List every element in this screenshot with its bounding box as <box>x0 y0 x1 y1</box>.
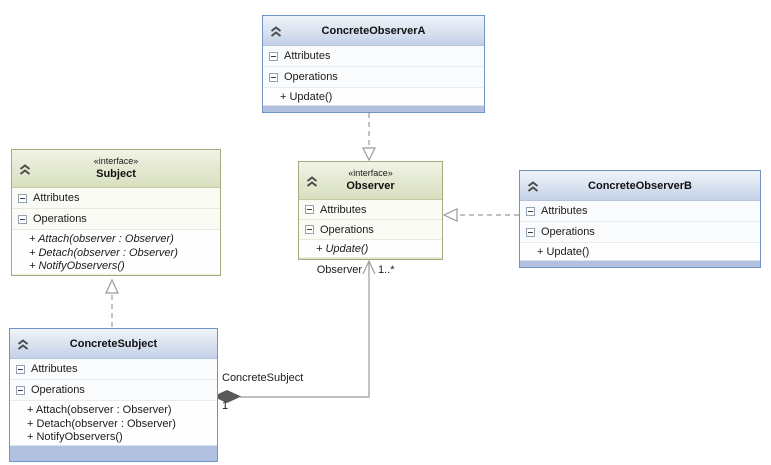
operation-item[interactable]: + Attach(observer : Observer) <box>27 404 172 416</box>
operations-list: + Update() <box>299 240 442 257</box>
realization-arrowhead-icon <box>362 147 376 162</box>
attributes-label: Attributes <box>33 192 80 204</box>
operations-row[interactable]: Operations <box>299 220 442 240</box>
operation-item[interactable]: + Update() <box>280 91 333 103</box>
operation-item[interactable]: + Detach(observer : Observer) <box>27 417 176 430</box>
realization-arrowhead-icon <box>105 278 119 294</box>
operation-item[interactable]: + NotifyObservers() <box>29 260 125 272</box>
attributes-label: Attributes <box>284 50 331 62</box>
interface-subject[interactable]: «interface» Subject Attributes Operation… <box>11 149 221 276</box>
stereotype-label: «interface» <box>93 156 139 166</box>
box-footer <box>263 104 484 112</box>
minus-box-icon[interactable] <box>18 214 27 224</box>
class-header[interactable]: «interface» Subject <box>12 150 220 188</box>
realization-arrowhead-icon <box>442 208 458 222</box>
chevron-double-up-icon[interactable] <box>16 338 30 350</box>
aggregation-diamond-icon <box>212 389 242 404</box>
chevron-double-up-icon[interactable] <box>305 175 319 187</box>
operation-item[interactable]: + NotifyObservers() <box>27 431 123 443</box>
class-header[interactable]: ConcreteObserverA <box>263 16 484 46</box>
box-footer <box>520 259 760 267</box>
attributes-row[interactable]: Attributes <box>263 46 484 67</box>
attributes-label: Attributes <box>31 363 78 375</box>
minus-box-icon[interactable] <box>269 72 278 82</box>
class-concrete-subject[interactable]: ConcreteSubject Attributes Operations + … <box>9 328 218 462</box>
class-concrete-observer-b[interactable]: ConcreteObserverB Attributes Operations … <box>519 170 761 268</box>
aggregation-target-role-label: Observer <box>316 264 362 276</box>
chevron-double-up-icon[interactable] <box>269 25 283 37</box>
box-footer <box>10 444 217 461</box>
operations-list: + Attach(observer : Observer) + Detach(o… <box>12 230 220 274</box>
minus-box-icon[interactable] <box>526 227 535 237</box>
operations-list: + Attach(observer : Observer) + Detach(o… <box>10 401 217 445</box>
class-title: ConcreteObserverB <box>588 179 692 192</box>
aggregation-line[interactable] <box>240 263 370 398</box>
operations-row[interactable]: Operations <box>12 209 220 230</box>
operation-item[interactable]: + Update() <box>537 246 590 258</box>
operations-list: + Update() <box>520 243 760 260</box>
chevron-double-up-icon[interactable] <box>18 163 32 175</box>
attributes-row[interactable]: Attributes <box>520 201 760 222</box>
attributes-row[interactable]: Attributes <box>10 359 217 380</box>
operation-item[interactable]: + Attach(observer : Observer) <box>29 233 174 245</box>
class-title: Subject <box>96 168 136 180</box>
operations-row[interactable]: Operations <box>10 380 217 401</box>
minus-box-icon[interactable] <box>269 51 278 61</box>
minus-box-icon[interactable] <box>526 206 535 216</box>
operations-list: + Update() <box>263 88 484 105</box>
minus-box-icon[interactable] <box>16 364 25 374</box>
class-title: ConcreteObserverA <box>321 24 426 37</box>
box-footer <box>299 256 442 259</box>
minus-box-icon[interactable] <box>18 193 27 203</box>
operations-label: Operations <box>284 71 338 83</box>
attributes-row[interactable]: Attributes <box>12 188 220 209</box>
operations-row[interactable]: Operations <box>263 67 484 88</box>
class-concrete-observer-a[interactable]: ConcreteObserverA Attributes Operations … <box>262 15 485 113</box>
operations-row[interactable]: Operations <box>520 222 760 243</box>
operation-item[interactable]: + Detach(observer : Observer) <box>29 246 178 259</box>
class-header[interactable]: «interface» Observer <box>299 162 442 200</box>
minus-box-icon[interactable] <box>305 205 314 214</box>
aggregation-source-multiplicity-label: 1 <box>222 400 229 412</box>
operations-label: Operations <box>31 384 85 396</box>
stereotype-label: «interface» <box>348 168 393 178</box>
box-footer <box>12 273 220 275</box>
association-open-arrowhead-icon <box>362 259 376 275</box>
class-title: ConcreteSubject <box>69 337 158 350</box>
operation-item[interactable]: + Update() <box>316 243 369 255</box>
operations-label: Operations <box>33 213 87 225</box>
chevron-double-up-icon[interactable] <box>526 180 540 192</box>
minus-box-icon[interactable] <box>16 385 25 395</box>
interface-observer[interactable]: «interface» Observer Attributes Operatio… <box>298 161 443 260</box>
class-header[interactable]: ConcreteObserverB <box>520 171 760 201</box>
operations-label: Operations <box>320 223 374 236</box>
attributes-label: Attributes <box>541 205 588 217</box>
aggregation-target-multiplicity-label: 1..* <box>378 264 395 276</box>
minus-box-icon[interactable] <box>305 225 314 234</box>
class-header[interactable]: ConcreteSubject <box>10 329 217 359</box>
operations-label: Operations <box>541 226 595 238</box>
aggregation-source-role-label: ConcreteSubject <box>222 372 304 384</box>
class-title: Observer <box>346 180 395 192</box>
attributes-row[interactable]: Attributes <box>299 200 442 220</box>
attributes-label: Attributes <box>320 203 367 216</box>
